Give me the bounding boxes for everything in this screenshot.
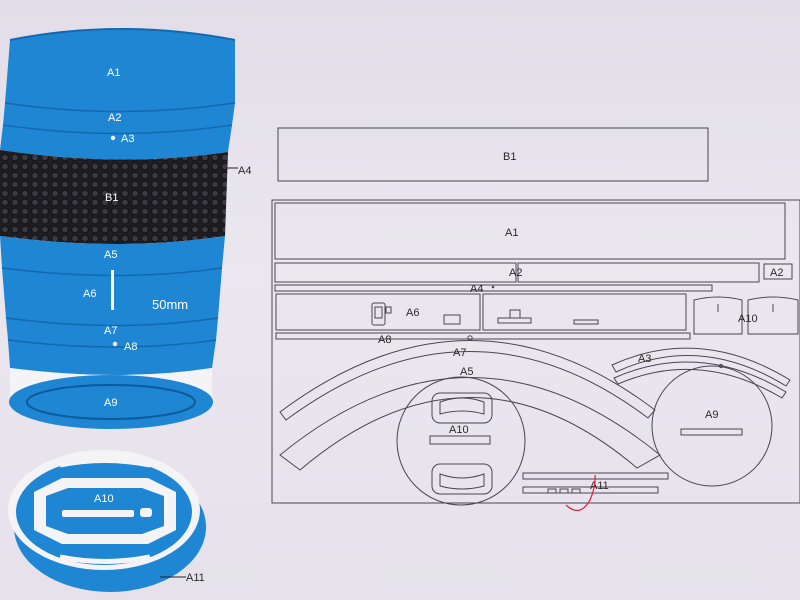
template-label-a4: A4 [470,283,483,295]
rear-cap-slit-bottom [59,554,151,564]
template-a2-left [274,262,517,283]
template-a6-window-inner [374,306,383,319]
lens-label-a4: A4 [238,165,251,177]
lens-seam-a6 [1,267,223,277]
lens-illustration: A1 A2 A3 B1 A4 A5 A6 50mm A7 A8 [0,28,251,429]
template-a4 [274,284,713,292]
template-frame [271,199,800,504]
template-a2-box [763,263,793,280]
lens-label-b1: B1 [105,192,118,204]
template-label-a5: A5 [460,366,473,378]
template-a6-slot [443,314,461,325]
template-a11-tab-1 [547,488,557,494]
lens-bottom-a9-inner [26,384,196,420]
lens-seam-a3 [2,124,233,135]
lens-band-b1 [0,150,228,244]
lens-top-edge [9,28,236,41]
template-a11-tab-3 [571,488,581,494]
template-a6-tab [385,306,392,314]
template-sheet: B1 A1 A2 A2 A4 A6 A10 A8 [271,127,800,511]
lens-dot-a3 [110,135,116,141]
template-a7-arc [279,340,656,421]
lens-seam-a8 [7,339,217,348]
template-a10-slot [429,435,491,445]
template-label-a7: A7 [453,347,466,359]
rear-cap-slot-notch [140,508,152,517]
template-a6-window [371,302,386,326]
lens-seam-a2 [4,102,236,113]
template-label-a2: A2 [509,267,522,279]
lens-band-a5 [0,236,225,276]
template-a10-pad-right [747,296,799,335]
template-a8 [275,332,691,340]
template-label-a6: A6 [406,307,419,319]
lens-label-a9: A9 [104,397,117,409]
template-a10-pad-left [693,296,743,335]
lens-label-50mm: 50mm [152,297,188,312]
lens-label-a7: A7 [104,325,117,337]
lens-label-a1: A1 [107,67,120,79]
lens-seam-a7 [5,317,219,327]
template-a6-slit [573,319,599,325]
rear-cap-slot [62,510,134,517]
lens-label-a6: A6 [83,288,96,300]
lens-label-a3: A3 [121,133,134,145]
template-a11-red-mark [565,474,596,511]
template-label-a10-right: A10 [738,313,758,325]
template-a3-arc [611,347,791,387]
template-a5-arc [279,377,661,471]
template-a9-disc [651,365,773,487]
template-a10-cutout-bottom [431,463,493,495]
template-a11-tab-2 [559,488,569,494]
lens-band-a3 [0,125,232,160]
rear-cap-illustration: A10 A11 [8,450,206,592]
template-a1 [274,202,786,260]
template-a6-right [482,293,687,331]
template-label-a3: A3 [638,353,651,365]
template-a3-arc-inner [613,361,787,399]
lens-band-a8 [8,340,216,375]
lens-band-a1 [5,29,235,112]
template-a4-dot [491,285,495,289]
template-label-b1: B1 [503,151,516,163]
rear-cap-slit-top [59,458,151,468]
template-label-a9: A9 [705,409,718,421]
template-label-a10-center: A10 [449,424,469,436]
lens-label-a2: A2 [108,112,121,124]
template-a10-cutout-bottom-inner [439,473,485,490]
template-label-a8: A8 [378,334,391,346]
lens-label-a8: A8 [124,341,137,353]
template-a11-strip-bottom [522,486,659,494]
lens-band-a7 [6,318,218,347]
template-a7-dot [467,335,473,341]
rear-cap-label-a11: A11 [186,572,205,584]
template-a6-hotshoe-top [509,309,521,319]
lens-band-a2 [3,103,235,134]
template-b1 [277,127,709,182]
lens-label-a5: A5 [104,249,117,261]
template-a10-cutout-top-inner [439,397,485,415]
template-label-a2-box: A2 [770,267,783,279]
template-a10-disc [396,376,526,506]
rear-cap-label-a10: A10 [94,493,114,505]
template-label-a1: A1 [505,227,518,239]
lens-dot-a8 [112,341,118,347]
template-a2-right [517,262,760,283]
template-a9-slot [680,428,743,436]
template-a6-left [275,293,481,331]
template-label-a11: A11 [590,480,609,492]
lens-focus-mark [111,270,114,310]
template-a6-hotshoe [497,317,532,324]
template-a10-cutout-top [431,392,493,424]
